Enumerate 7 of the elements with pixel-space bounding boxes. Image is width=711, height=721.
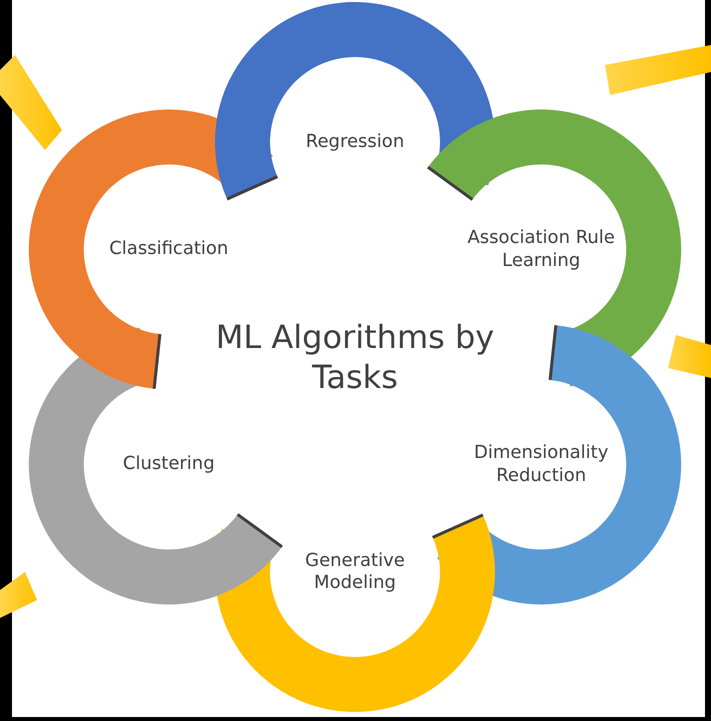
segment-label: Dimensionality Reduction [472, 442, 610, 487]
segment-label: Classification [109, 238, 228, 261]
center-title: ML Algorithms by Tasks [214, 317, 496, 397]
segment-label: Clustering [122, 453, 215, 476]
segment-label: Generative Modeling [304, 550, 406, 594]
segment-label: Regression [306, 130, 404, 154]
segment-label: Association Rule Learning [466, 227, 616, 272]
